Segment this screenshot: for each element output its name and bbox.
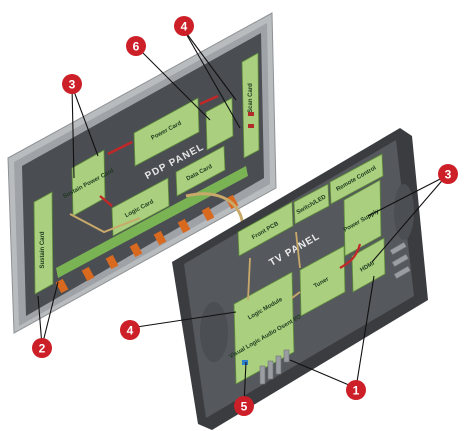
callout-3-right: 3 <box>438 164 458 184</box>
svg-text:1: 1 <box>353 384 360 398</box>
svg-text:6: 6 <box>133 40 140 54</box>
callouts: 4 6 3 3 2 4 5 1 <box>32 16 458 416</box>
callout-3-left: 3 <box>62 74 82 94</box>
svg-text:5: 5 <box>241 400 248 414</box>
tv-bottom-connectors <box>259 349 290 385</box>
scan-card-label: Scan Card <box>248 83 254 113</box>
pdp-red-cables <box>99 94 219 207</box>
callout-6: 6 <box>126 36 146 56</box>
pdp-data-card: Data Card <box>175 145 226 197</box>
callout-4-top: 4 <box>174 16 194 36</box>
callout-5: 5 <box>234 396 254 416</box>
tv-tuner: Tuner <box>299 245 346 317</box>
tv-panel: Front PCB Switch/LED Remote Control Powe… <box>172 128 428 430</box>
svg-text:3: 3 <box>69 78 76 92</box>
tv-left-speaker-grille <box>200 302 228 362</box>
pdp-power-card: Power Card <box>133 97 200 167</box>
pdp-sustain-card: Sustain Card <box>33 191 54 295</box>
svg-text:4: 4 <box>127 324 134 338</box>
callout-1: 1 <box>346 380 366 400</box>
callout-4-bottom: 4 <box>120 320 140 340</box>
pdp-scan-card: Scan Card <box>241 52 260 159</box>
svg-text:3: 3 <box>445 168 452 182</box>
pdp-small-board <box>205 97 234 151</box>
leader-lines <box>37 29 447 405</box>
callout-2: 2 <box>32 338 52 358</box>
tv-front-pcb: Front PCB <box>237 201 294 257</box>
tv-hdmi: HDMI <box>351 237 386 293</box>
svg-text:4: 4 <box>181 20 188 34</box>
pdp-logic-card: Logic Card <box>111 177 170 237</box>
tv-side-connectors <box>389 241 411 280</box>
pdp-ribbon-cable <box>69 213 141 234</box>
tv-tan-cables <box>247 231 301 301</box>
svg-text:2: 2 <box>39 342 46 356</box>
tv-power-supply: Power Supply <box>343 179 382 257</box>
tv-red-cables <box>339 243 362 269</box>
sustain-card-label: Sustain Card <box>40 231 46 268</box>
tv-right-speaker-grille <box>394 184 414 240</box>
tv-switch-led: Switch/LED <box>293 183 330 225</box>
